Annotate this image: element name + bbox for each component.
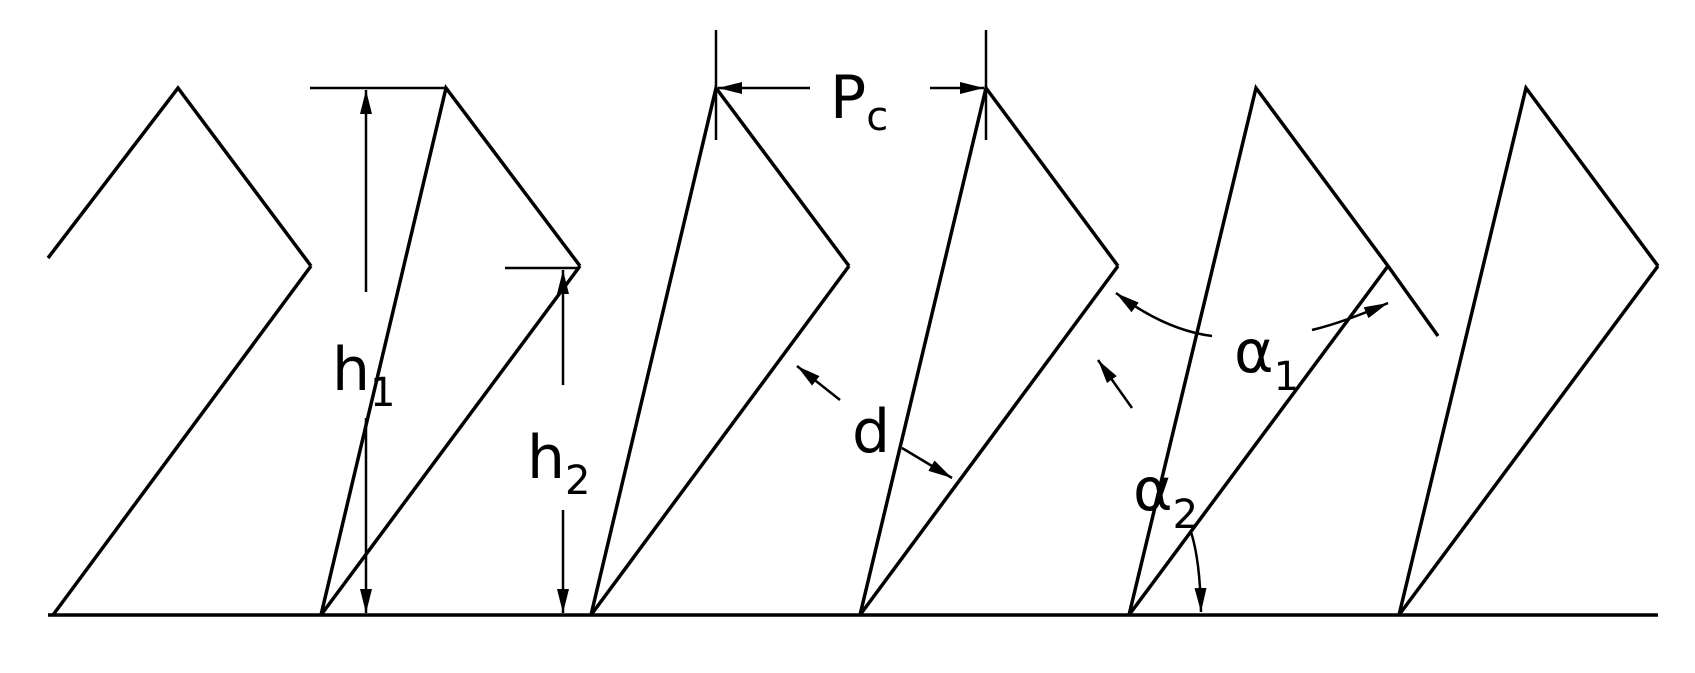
h2-label: h2 (527, 423, 590, 504)
d-arrow-upper (796, 365, 841, 401)
h1-label: h1 (332, 335, 395, 416)
angle-extension-line (1386, 264, 1440, 338)
alpha2-reference-arrow (1096, 359, 1134, 409)
tooth-3-lower-edge (589, 264, 851, 617)
sawtooth-profile (46, 83, 1660, 617)
tooth-3 (589, 83, 851, 616)
left-edge-partial-tooth (46, 85, 313, 268)
d-label: d (852, 397, 890, 467)
alpha1-label: α1 (1234, 317, 1299, 400)
tooth-1-long-edge (51, 264, 313, 617)
alpha1-arc-left (1115, 292, 1213, 338)
tooth-6-lower-edge (1397, 264, 1660, 617)
tooth-2-lower-edge (319, 264, 582, 617)
tooth-5 (1127, 83, 1390, 616)
tooth-4-lower-edge (858, 264, 1120, 617)
tooth-5-lower-edge (1127, 264, 1390, 617)
tooth-6 (1397, 83, 1660, 616)
alpha2-arc (1189, 531, 1207, 613)
dimension-lines (310, 30, 1389, 613)
pc-label: Pc (830, 63, 888, 140)
alpha1-arc-right (1311, 301, 1389, 332)
d-arrow-lower (901, 446, 953, 480)
labels: Pc h1 h2 d α1 α2 (332, 63, 1299, 538)
alpha2-label: α2 (1133, 455, 1198, 538)
tooth-4 (858, 83, 1120, 616)
